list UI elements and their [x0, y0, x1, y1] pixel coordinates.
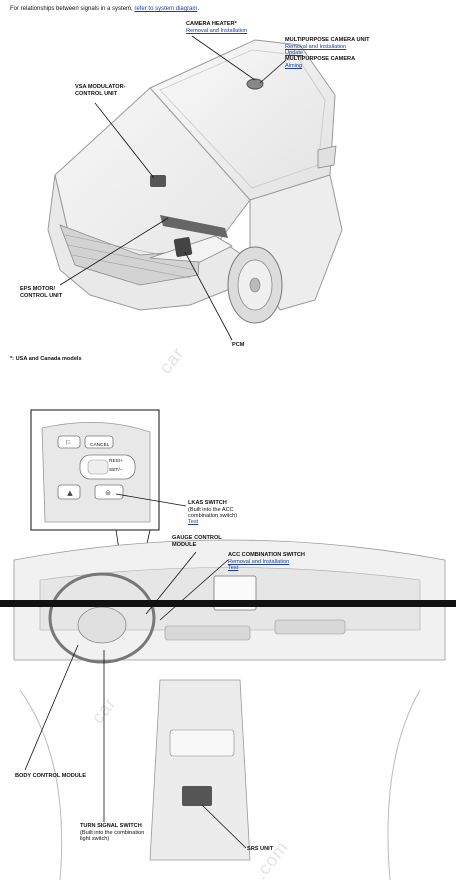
gauge-callout: GAUGE CONTROL MODULE [172, 535, 222, 548]
svg-text:▲: ▲ [67, 489, 73, 497]
vsa-line1: VSA MODULATOR- [75, 84, 126, 90]
lkas-test-link[interactable]: Test [188, 519, 199, 526]
res-label: RES/+ [109, 459, 123, 464]
turn-note2: light switch) [80, 836, 110, 842]
srs-label: SRS UNIT [247, 846, 274, 852]
vsa-callout: VSA MODULATOR- CONTROL UNIT [75, 84, 126, 97]
footnote: *: USA and Canada models [10, 356, 82, 362]
multipurpose-camera-aiming-link[interactable]: Aiming [285, 63, 303, 69]
camera-heater-title: CAMERA HEATER* [186, 21, 237, 27]
lkas-note2: combination switch) [188, 513, 238, 519]
lkas-callout: LKAS SWITCH (Built into the ACC combinat… [188, 500, 237, 526]
system-diagram-link[interactable]: refer to system diagram [134, 6, 198, 12]
set-label: SET/− [109, 468, 123, 473]
section-divider [0, 600, 456, 607]
multipurpose-unit-removal-link[interactable]: Removal and Installation [285, 43, 347, 50]
eps-callout: EPS MOTOR/ CONTROL UNIT [20, 286, 62, 299]
intro-text: For relationships between signals in a s… [10, 6, 199, 12]
svg-text:⊜: ⊜ [105, 489, 111, 497]
turn-note1: (Built into the combination [80, 829, 145, 836]
intro-label: For relationships between signals in a s… [10, 6, 135, 12]
turn-title: TURN SIGNAL SWITCH [80, 823, 142, 829]
svg-text:⚐: ⚐ [65, 439, 71, 447]
multipurpose-camera-unit-callout: MULTIPURPOSE CAMERA UNIT Removal and Ins… [285, 37, 370, 69]
turn-signal-callout: TURN SIGNAL SWITCH (Built into the combi… [80, 823, 144, 842]
lkas-note1: (Built into the ACC [188, 506, 234, 513]
lkas-title: LKAS SWITCH [188, 500, 227, 506]
multipurpose-camera-title: MULTIPURPOSE CAMERA [285, 56, 356, 63]
bcm-label: BODY CONTROL MODULE [15, 773, 86, 779]
vsa-line2: CONTROL UNIT [75, 90, 118, 97]
eps-line1: EPS MOTOR/ [20, 286, 56, 292]
eps-line2: CONTROL UNIT [20, 292, 63, 299]
acc-removal-link[interactable]: Removal and Installation [228, 558, 290, 565]
gauge-line1: GAUGE CONTROL [172, 535, 222, 541]
multipurpose-unit-update-link[interactable]: Update [285, 50, 304, 56]
intro-end: . [197, 6, 200, 12]
multipurpose-unit-title: MULTIPURPOSE CAMERA UNIT [285, 37, 370, 43]
gauge-line2: MODULE [172, 541, 197, 548]
acc-callout: ACC COMBINATION SWITCH Removal and Insta… [228, 552, 305, 571]
vehicle-front-illustration [47, 35, 343, 341]
camera-heater-removal-link[interactable]: Removal and Installation [186, 27, 248, 34]
camera-heater-callout: CAMERA HEATER* Removal and Installation [186, 21, 247, 34]
acc-test-link[interactable]: Test [228, 565, 239, 571]
acc-title: ACC COMBINATION SWITCH [228, 552, 305, 558]
cancel-label: CANCEL [90, 443, 110, 448]
pcm-label: PCM [232, 342, 245, 348]
